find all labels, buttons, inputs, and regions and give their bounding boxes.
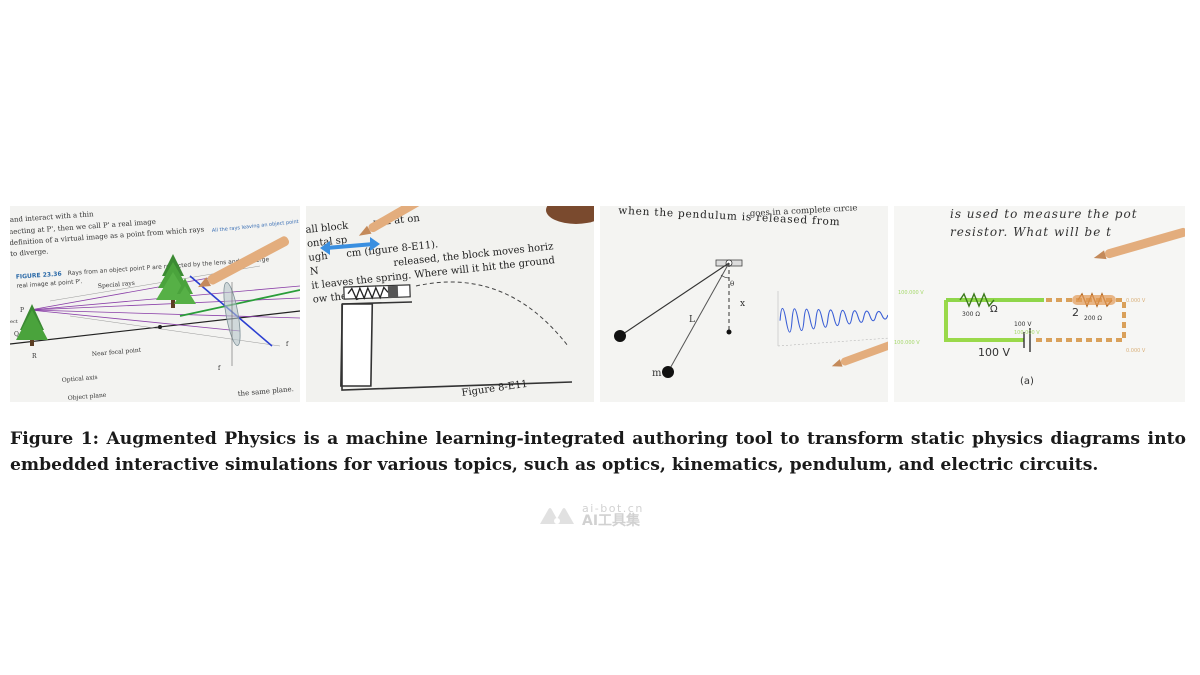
stylus (831, 339, 888, 367)
resistor-300[interactable] (959, 292, 995, 308)
spring-text-line: ugh (308, 251, 329, 264)
optics-figure-label: FIGURE 23.36 (16, 271, 62, 281)
theta-arc (720, 274, 730, 279)
ground-line (341, 304, 573, 391)
pendulum-bob[interactable] (614, 330, 626, 342)
figure-caption: Figure 1: Augmented Physics is a machine… (10, 429, 1186, 475)
label-theta: θ (730, 280, 734, 288)
label-x: x (740, 299, 745, 309)
label-near-focal-point: Near focal point (92, 347, 142, 358)
label-battery-small: 100 V (1014, 321, 1032, 328)
pendulum-bob-static[interactable] (662, 366, 674, 378)
circuit-wires (944, 298, 1126, 342)
optics-panel: and interact with a thin necting at P', … (10, 206, 300, 402)
probe-highlight (1072, 295, 1116, 305)
watermark-url: ai-bot.cn (582, 501, 644, 515)
subfigure-label: (a) (1020, 376, 1034, 387)
label-special-rays: Special rays (98, 280, 136, 290)
optics-text-line: to diverge. (10, 247, 49, 258)
label-f: f (286, 341, 289, 348)
stylus (1093, 227, 1185, 260)
label-r2-big: 2 (1072, 306, 1079, 319)
label-optical-axis: Optical axis (62, 374, 98, 384)
label-r1-big: Ω (990, 304, 998, 315)
pendulum-panel: goes in a complete circle when the pendu… (600, 206, 888, 402)
label-object-plane: Object plane (68, 392, 108, 402)
optics-diagram: and interact with a thin necting at P', … (10, 206, 300, 402)
label-ect: ect (10, 319, 18, 325)
voltage-label: 100.000 V (898, 290, 924, 296)
stylus (198, 236, 290, 288)
circuit-text-line: is used to measure the pot (950, 207, 1138, 221)
focal-point-dot (158, 325, 162, 329)
pendulum-bob-rest (726, 329, 732, 335)
optics-figure-caption: real image at point P'. (16, 278, 83, 290)
label-r1: 300 Ω (962, 311, 980, 318)
watermark-logo-icon (540, 508, 574, 524)
hand (546, 206, 594, 224)
object-tree[interactable] (16, 304, 48, 346)
label-Q: Q (14, 331, 19, 338)
voltage-label: 0.000 V (1126, 348, 1146, 354)
teaser-figure: and interact with a thin necting at P', … (10, 206, 1185, 402)
label-P: P (20, 307, 24, 314)
label-r2-small: 200 Ω (1084, 315, 1102, 322)
voltage-label: 100.000 V (1014, 330, 1040, 336)
circuit-panel: is used to measure the pot resistor. Wha… (894, 206, 1185, 402)
spring-text-line: all block (306, 220, 350, 236)
spring-diagram: all block ontal sp ugh N it leaves the s… (306, 206, 594, 402)
label-m: m (652, 368, 662, 379)
pendulum-string (619, 262, 730, 337)
stylus (358, 206, 440, 236)
circuit-diagram: is used to measure the pot resistor. Wha… (894, 206, 1185, 402)
table-block (340, 303, 374, 387)
spring-panel: all block ontal sp ugh N it leaves the s… (306, 206, 594, 402)
oscillation-plot (777, 291, 888, 347)
block[interactable] (387, 285, 399, 299)
circuit-text-line: resistor. What will be t (950, 225, 1112, 239)
label-f: f (218, 365, 221, 372)
label-R: R (32, 353, 37, 360)
pendulum-diagram: goes in a complete circle when the pendu… (600, 206, 888, 402)
table-top (341, 301, 413, 305)
label-L: L (689, 315, 695, 325)
pendulum-string (667, 262, 730, 373)
watermark-name: AI工具集 (582, 512, 641, 529)
voltage-label: 100.000 V (894, 340, 920, 346)
green-ray (179, 289, 300, 317)
watermark: ai-bot.cn AI工具集 (538, 500, 644, 530)
drag-arrow[interactable] (320, 237, 380, 255)
voltage-label: 0.000 V (1126, 298, 1146, 304)
spring-coil[interactable] (347, 285, 389, 301)
label-battery: 100 V (978, 346, 1010, 359)
trajectory (415, 281, 569, 347)
spring-text-line: N (309, 266, 319, 278)
small-tree (174, 278, 196, 304)
